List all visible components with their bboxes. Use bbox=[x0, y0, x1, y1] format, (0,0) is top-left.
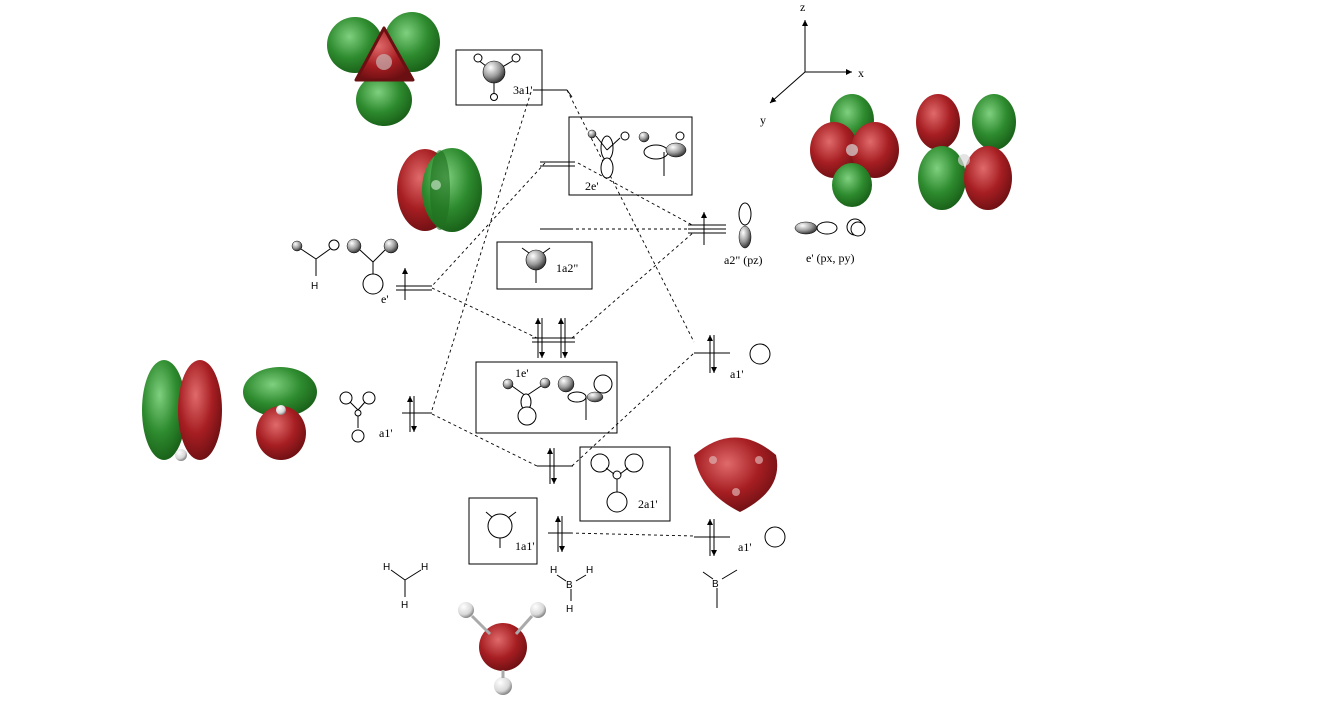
h3-e-h-label: H bbox=[311, 281, 318, 292]
h3-e-orbitals: H e' bbox=[291, 238, 399, 306]
bh3-b: B bbox=[566, 580, 573, 591]
b-a2-orbital: a2" (pz) bbox=[724, 202, 763, 267]
label-h3-e: e' bbox=[381, 292, 389, 306]
electron-pair-1e-right bbox=[558, 318, 568, 358]
electron-pair-1e-left bbox=[535, 318, 545, 358]
label-b-a1-lower: a1' bbox=[738, 540, 752, 554]
h3-molecule: H H H bbox=[383, 562, 428, 611]
bh3-h-left: H bbox=[550, 565, 557, 576]
isosurface-3a1 bbox=[327, 12, 440, 126]
box-2e: 2e' bbox=[568, 116, 693, 196]
h3-h-top-left: H bbox=[383, 562, 390, 573]
b-levels bbox=[688, 212, 730, 556]
label-2a1: 2a1' bbox=[638, 497, 658, 511]
axis-x-label: x bbox=[858, 66, 864, 80]
electron-pair-1a1 bbox=[555, 516, 565, 552]
b-atom-label: B bbox=[712, 579, 719, 590]
isosurface-1e-left bbox=[142, 360, 222, 461]
h3-levels bbox=[396, 268, 432, 432]
axis-y-label: y bbox=[760, 113, 766, 127]
axis-z-label: z bbox=[800, 0, 805, 14]
box-1a2: 1a2" bbox=[496, 241, 593, 290]
bh3-molecule: H B H H bbox=[550, 565, 593, 615]
axes: z x y bbox=[760, 0, 864, 127]
h3-h-bottom: H bbox=[401, 600, 408, 611]
isosurface-1a1 bbox=[458, 602, 546, 695]
isosurface-1e-right bbox=[243, 367, 317, 460]
label-b-a1-upper: a1' bbox=[730, 367, 744, 381]
bh3-h-bottom: H bbox=[566, 604, 573, 615]
box-2a1: 2a1' bbox=[579, 446, 671, 522]
label-2e: 2e' bbox=[585, 179, 599, 193]
b-e-orbitals: e' (px, py) bbox=[794, 218, 866, 265]
box-3a1: 3a1' bbox=[455, 49, 543, 106]
label-b-e: e' (px, py) bbox=[806, 251, 854, 265]
isosurface-2a1 bbox=[694, 437, 778, 512]
label-1a2: 1a2" bbox=[556, 261, 578, 275]
label-1e: 1e' bbox=[515, 366, 529, 380]
b-atom-fragment: B bbox=[702, 569, 738, 608]
b-a1-lower-orbital: a1' bbox=[738, 526, 786, 554]
b-a1-upper-orbital: a1' bbox=[730, 343, 771, 381]
isosurface-e-px bbox=[810, 94, 899, 207]
box-1e: 1e' bbox=[475, 361, 618, 434]
isosurface-2e bbox=[397, 148, 482, 232]
label-3a1: 3a1' bbox=[513, 83, 533, 97]
h3-h-top-right: H bbox=[421, 562, 428, 573]
electron-pair-2a1 bbox=[547, 448, 557, 484]
isosurface-e-py bbox=[916, 94, 1016, 210]
box-1a1: 1a1' bbox=[468, 497, 538, 565]
label-h3-a1: a1' bbox=[379, 426, 393, 440]
bh3-h-right: H bbox=[586, 565, 593, 576]
label-1a1: 1a1' bbox=[515, 539, 535, 553]
label-b-a2: a2" (pz) bbox=[724, 253, 763, 267]
h3-a1-orbital: a1' bbox=[339, 391, 393, 443]
